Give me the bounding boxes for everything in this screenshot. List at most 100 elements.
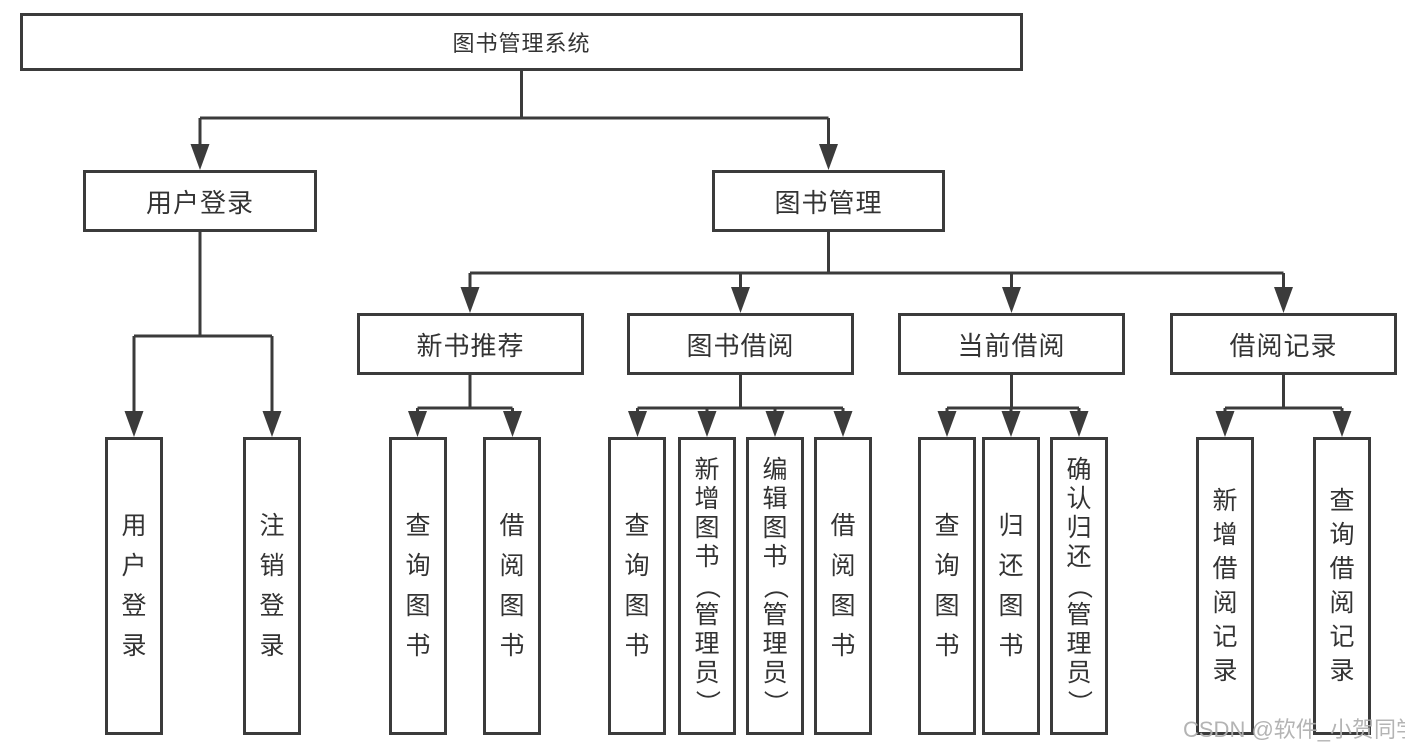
connector-path (132, 232, 274, 433)
vertical-char: 图 (762, 513, 788, 542)
vertical-char: 归 (1066, 513, 1092, 542)
vertical-char: 登 (259, 591, 285, 620)
vertical-char: 阅 (499, 551, 525, 580)
vertical-char: 录 (1329, 656, 1355, 685)
vertical-char: 图 (624, 591, 650, 620)
vertical-char: 登 (121, 591, 147, 620)
connector-path (636, 375, 845, 433)
vertical-char: 认 (1066, 484, 1092, 513)
vertical-char: 户 (121, 551, 147, 580)
node-borrowing-records-label: 借阅记录 (1229, 330, 1338, 361)
leaf-query-books-recommend: 查询图书 (389, 437, 447, 735)
leaf-query-books-current: 查询图书 (918, 437, 976, 735)
vertical-char: 还 (998, 551, 1024, 580)
vertical-char: 阅 (830, 551, 856, 580)
vertical-char: 员 (762, 658, 788, 687)
vertical-char: 员 (694, 658, 720, 687)
arrowhead-down (1332, 411, 1352, 437)
arrowhead-down (937, 411, 957, 437)
arrowhead-down (833, 411, 853, 437)
vertical-char: 询 (405, 551, 431, 580)
vertical-char: 管 (694, 600, 720, 629)
vertical-char: 管 (1066, 600, 1092, 629)
vertical-char: ） (761, 689, 790, 715)
leaf-edit-books-admin: 编辑图书（管理员） (746, 437, 804, 735)
vertical-char: （ (693, 573, 722, 599)
vertical-char: 增 (694, 484, 720, 513)
vertical-char: 新 (1212, 486, 1238, 515)
vertical-char: 借 (499, 511, 525, 540)
connector-path (198, 71, 830, 166)
vertical-char: 用 (121, 511, 147, 540)
vertical-char: 图 (694, 513, 720, 542)
vertical-char: 阅 (1329, 588, 1355, 617)
arrowhead-down (628, 411, 647, 437)
vertical-char: 借 (1329, 554, 1355, 583)
arrowhead-down (503, 411, 522, 437)
arrowhead-down (731, 287, 750, 313)
node-book-management: 图书管理 (712, 170, 945, 232)
vertical-char: 查 (934, 511, 960, 540)
node-book-borrowing: 图书借阅 (627, 313, 854, 375)
vertical-char: 图 (405, 591, 431, 620)
vertical-char: 理 (694, 629, 720, 658)
vertical-char: ） (1065, 689, 1094, 715)
arrowhead-down (1215, 411, 1235, 437)
arrowhead-down (124, 411, 144, 437)
vertical-char: 还 (1066, 542, 1092, 571)
node-user-login: 用户登录 (83, 170, 317, 232)
vertical-char: 录 (121, 631, 147, 660)
vertical-char: 询 (1329, 520, 1355, 549)
node-library-system: 图书管理系统 (20, 13, 1023, 71)
vertical-char: 询 (934, 551, 960, 580)
vertical-char: 记 (1329, 622, 1355, 651)
vertical-char: 销 (259, 551, 285, 580)
arrowhead-down (1274, 287, 1293, 313)
node-current-borrowing: 当前借阅 (898, 313, 1125, 375)
vertical-char: 编 (762, 455, 788, 484)
leaf-return-books: 归还图书 (982, 437, 1040, 735)
arrowhead-down (262, 411, 282, 437)
arrowhead-down (697, 411, 717, 437)
arrowhead-down (190, 144, 210, 170)
vertical-char: 理 (762, 629, 788, 658)
vertical-char: 员 (1066, 658, 1092, 687)
vertical-char: 记 (1212, 622, 1238, 651)
leaf-borrow-books-borrow: 借阅图书 (814, 437, 872, 735)
arrowhead-down (460, 287, 480, 313)
vertical-char: 查 (1329, 486, 1355, 515)
node-library-system-label: 图书管理系统 (452, 31, 591, 56)
connector-path (1223, 375, 1344, 433)
vertical-char: 增 (1212, 520, 1238, 549)
vertical-char: 图 (998, 591, 1024, 620)
vertical-char: 录 (1212, 656, 1238, 685)
node-new-book-recommend-label: 新书推荐 (416, 330, 525, 361)
arrowhead-down (1001, 411, 1021, 437)
node-borrowing-records: 借阅记录 (1170, 313, 1397, 375)
connector-path (468, 232, 1285, 309)
vertical-char: 图 (499, 591, 525, 620)
node-user-login-label: 用户登录 (145, 187, 254, 218)
node-book-management-label: 图书管理 (774, 187, 883, 218)
vertical-char: 图 (830, 591, 856, 620)
vertical-char: 辑 (762, 484, 788, 513)
leaf-add-borrow-record: 新增借阅记录 (1196, 437, 1254, 735)
vertical-char: 理 (1066, 629, 1092, 658)
vertical-char: 录 (259, 631, 285, 660)
arrowhead-down (1069, 411, 1089, 437)
leaf-logout: 注销登录 (243, 437, 301, 735)
leaf-query-borrow-record: 查询借阅记录 (1313, 437, 1371, 735)
vertical-char: 书 (830, 631, 856, 660)
leaf-add-books-admin: 新增图书（管理员） (678, 437, 736, 735)
node-book-borrowing-label: 图书借阅 (686, 330, 795, 361)
connector-path (416, 375, 514, 433)
vertical-char: 管 (762, 600, 788, 629)
leaf-borrow-books-recommend: 借阅图书 (483, 437, 541, 735)
vertical-char: 查 (405, 511, 431, 540)
vertical-char: 书 (405, 631, 431, 660)
vertical-char: 书 (934, 631, 960, 660)
arrowhead-down (1002, 287, 1021, 313)
vertical-char: 图 (934, 591, 960, 620)
vertical-char: 查 (624, 511, 650, 540)
